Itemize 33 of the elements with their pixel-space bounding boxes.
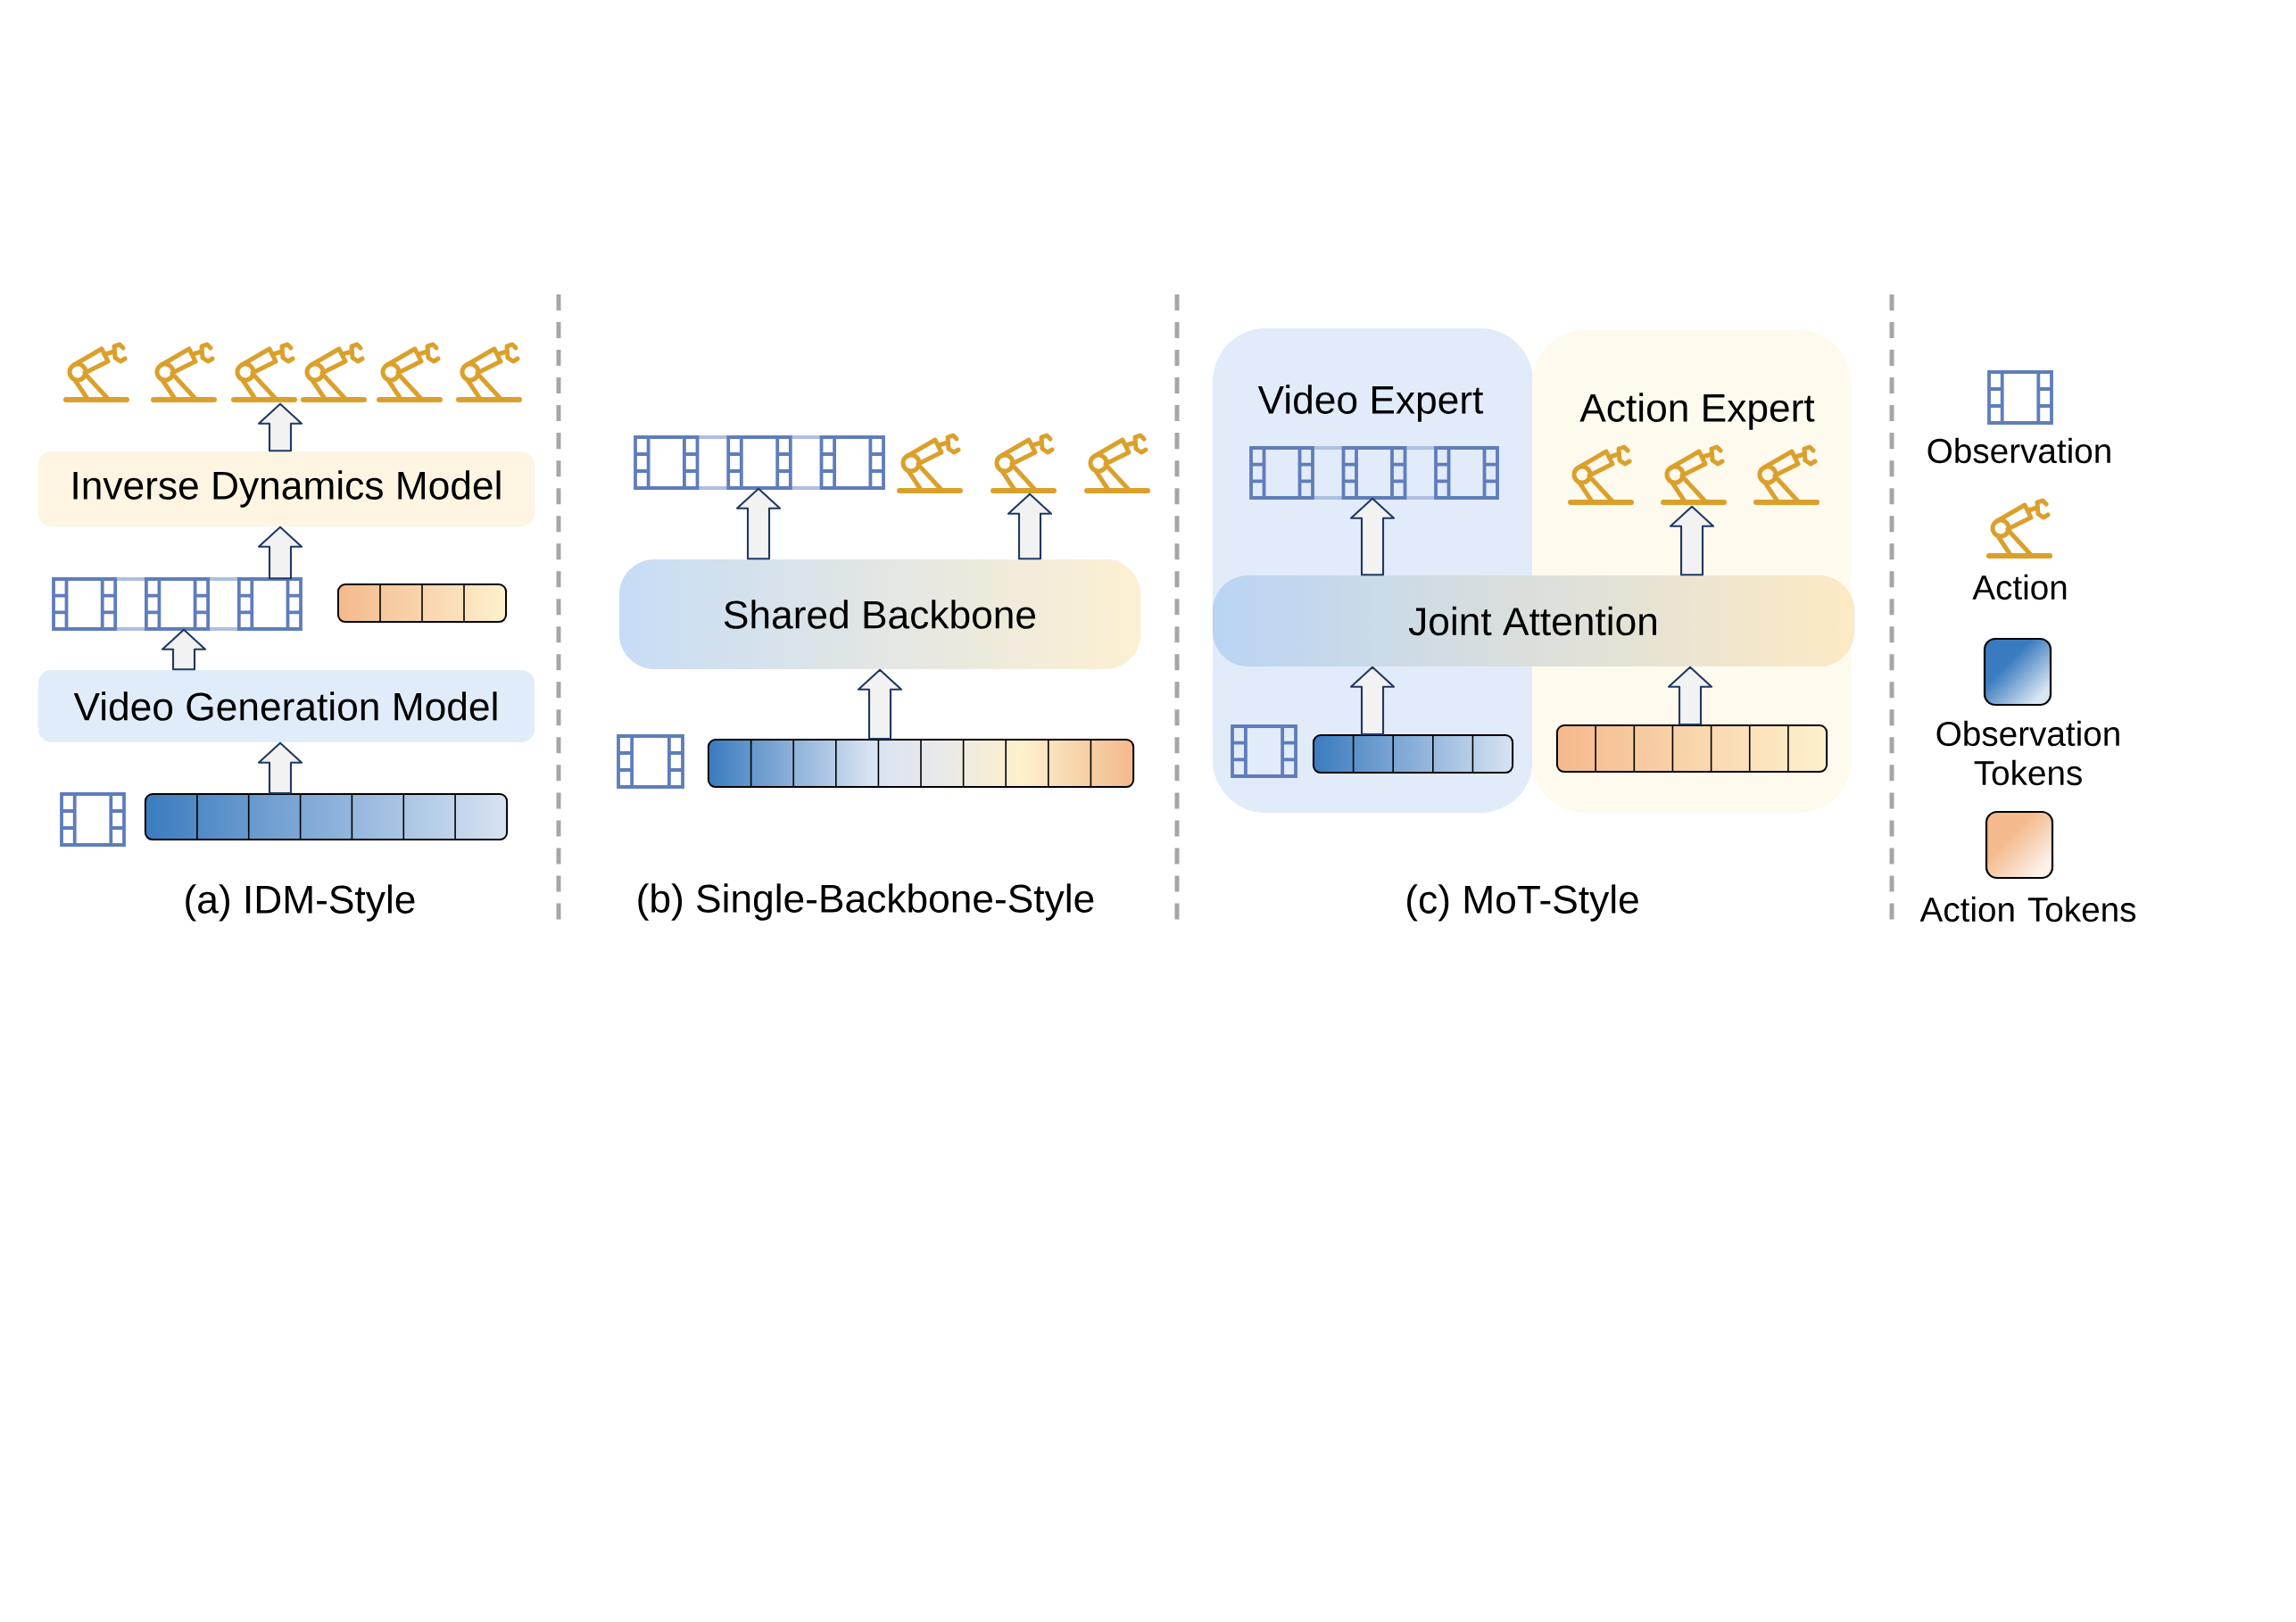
robot-arm-icon [991,433,1057,493]
token-bar [336,583,508,623]
block-arrow [161,628,207,671]
caption: (c) MoT-Style [1407,884,1638,922]
block-arrow [257,525,303,580]
block-arrow [1349,666,1396,736]
legend-label: Observation Tokens [1936,720,2119,786]
block-arrow [1007,492,1053,560]
block-arrow [857,668,903,741]
block-arrow [735,487,782,560]
caption: (a) IDM-Style [186,884,415,922]
model-box: Joint Attention [1212,575,1855,667]
block-arrow [257,741,303,795]
model-box: Inverse Dynamics Model [37,451,535,527]
film-strip-icon [1249,446,1499,500]
block-arrow [1349,497,1396,576]
caption: (b) Single-Backbone-Style [638,883,1094,921]
token-bar [144,793,509,841]
film-strip-icon [52,577,303,631]
legend-label: Action [1972,574,2067,600]
token-bar [707,739,1135,789]
model-box: Video Generation Model [37,670,535,743]
token-bar [1312,734,1514,774]
model-box: Shared Backbone [618,559,1141,670]
block-arrow [1669,505,1715,576]
robot-arm-icon [231,342,297,402]
robot-arm-icon [1661,444,1728,505]
film-strip-icon [634,435,885,490]
block-arrow [1667,666,1713,726]
legend-label: Action Tokens [1919,896,2136,923]
block-arrow [257,402,303,452]
token-bar [1555,724,1828,774]
legend-label: Observation [1927,437,2110,464]
